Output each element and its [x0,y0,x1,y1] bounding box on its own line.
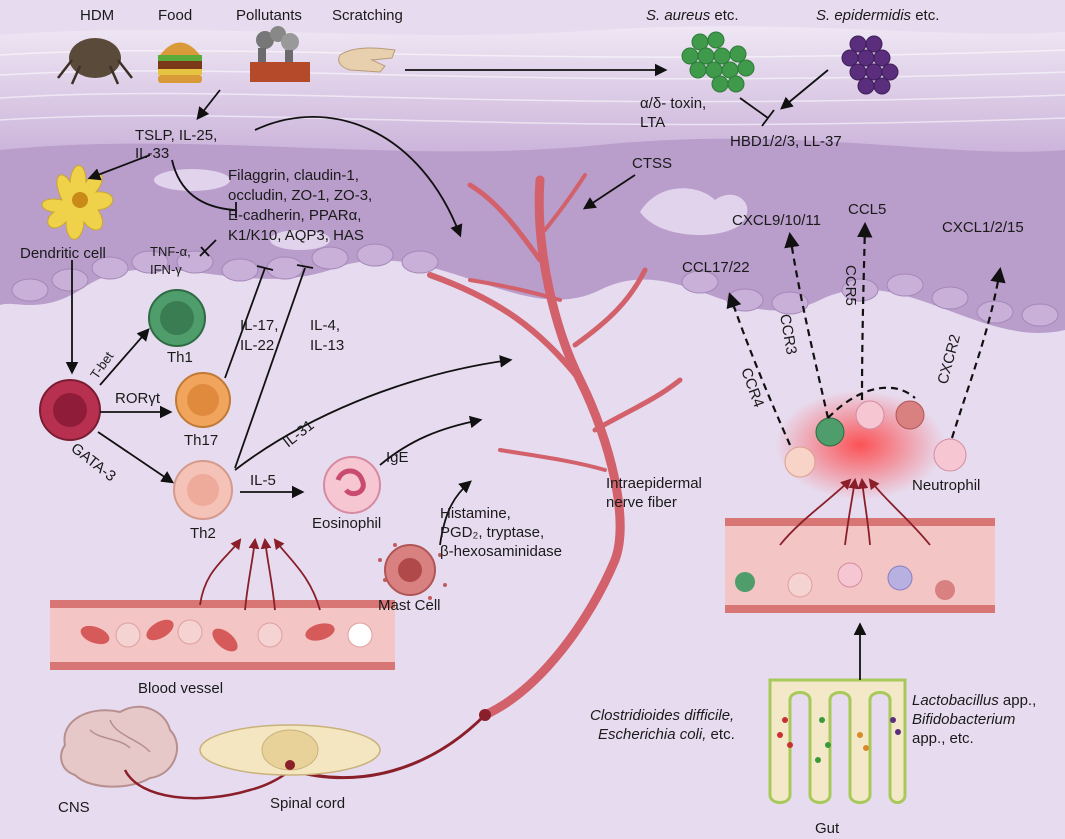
th2-cell-icon [173,460,233,520]
label-tnf: TNF-α, [150,244,191,259]
label-cns: CNS [58,799,90,816]
label-s-aureus: S. aureus etc. [646,7,739,24]
label-hexosaminidase: β-hexosaminidase [440,543,562,560]
label-good-microbes-2: Bifidobacterium [912,711,1015,728]
label-ifn: IFN-γ [150,262,182,277]
label-nerve-2: nerve fiber [606,494,677,511]
label-histamine: Histamine, [440,505,511,522]
gut-vessel [725,518,995,613]
scratching-hand-icon [338,47,396,73]
label-gata3: GATA-3 [68,440,119,485]
burger-icon [158,42,202,83]
label-barrier-2: occludin, ZO-1, ZO-3, [228,187,372,204]
label-toxin-1: α/δ- toxin, [640,95,706,112]
label-il4: IL-4, [310,317,340,334]
pathway-arrows [65,63,867,680]
label-nerve-1: Intraepidermal [606,475,702,492]
label-spinal-cord: Spinal cord [270,795,345,812]
chemokine-arrows [726,221,1006,446]
label-barrier-3: E-cadherin, PPARα, [228,207,361,224]
barrier-gaps [154,169,748,250]
label-toxin-2: LTA [640,114,665,131]
staph-aureus-icon [681,31,755,93]
cns-tract [123,769,291,800]
label-pgd2: PGD₂, tryptase, [440,524,544,541]
label-pollutants: Pollutants [236,7,302,24]
label-cxcl9: CXCL9/10/11 [732,212,821,229]
nerve-synapse [479,709,491,721]
gut-villi [768,678,907,804]
label-tbet: T-bet [87,349,117,382]
label-th2: Th2 [190,525,216,542]
naive-t-cell-icon [39,379,101,441]
label-good-microbes-1: Lactobacillus app., [912,692,1036,709]
label-ccl5: CCL5 [848,201,886,218]
label-il22: IL-22 [240,337,274,354]
eosinophil-icon [323,456,381,514]
label-food: Food [158,7,192,24]
label-alarmins-1: TSLP, IL-25, [135,127,217,144]
factory-icon [250,26,310,82]
label-il17: IL-17, [240,317,278,334]
label-amps: HBD1/2/3, LL-37 [730,133,842,150]
label-gut: Gut [815,820,840,837]
dust-mite-icon [57,38,133,85]
label-barrier-1: Filaggrin, claudin-1, [228,167,359,184]
label-bad-microbes-2: Escherichia coli, etc. [598,726,735,743]
label-mast-cell: Mast Cell [378,597,441,614]
label-hdm: HDM [80,7,114,24]
th1-cell-icon [148,289,206,347]
label-good-microbes-3: app., etc. [912,730,974,747]
label-bad-microbes-1: Clostridioides difficile, [590,707,734,724]
migration-arrows-right [779,477,931,546]
brain-icon [60,705,179,788]
label-ige: IgE [386,449,409,466]
label-ccr4: CCR4 [737,366,767,410]
label-barrier-4: K1/K10, AQP3, HAS [228,227,364,244]
label-roryt: RORγt [115,390,161,407]
basal-cells [11,243,1059,327]
label-il13: IL-13 [310,337,344,354]
label-neutrophil: Neutrophil [912,477,980,494]
label-eosinophil: Eosinophil [312,515,381,532]
dendritic-cell-icon [41,165,114,240]
th17-cell-icon [175,372,231,428]
recruited-cells [784,400,967,478]
label-ccr5: CCR5 [842,265,859,306]
label-ccr3: CCR3 [776,313,800,356]
staph-epidermidis-icon [841,35,899,95]
label-ctss: CTSS [632,155,672,172]
label-blood-vessel: Blood vessel [138,680,223,697]
label-cxcl1: CXCL1/2/15 [942,219,1024,236]
nerve-fiber [427,173,683,720]
spinal-cord-icon [199,724,381,776]
blood-vessel [50,600,395,670]
mast-cell-icon [378,543,447,600]
label-cxcr2: CXCR2 [934,333,964,387]
label-il5: IL-5 [250,472,276,489]
label-ccl17: CCL17/22 [682,259,750,276]
label-th17: Th17 [184,432,218,449]
label-dendritic-cell: Dendritic cell [20,245,106,262]
label-scratching: Scratching [332,7,403,24]
label-s-epidermidis: S. epidermidis etc. [816,7,939,24]
migration-arrows-left [199,537,321,611]
label-alarmins-2: IL-33 [135,145,169,162]
nerve-long-axon [289,713,487,780]
label-th1: Th1 [167,349,193,366]
